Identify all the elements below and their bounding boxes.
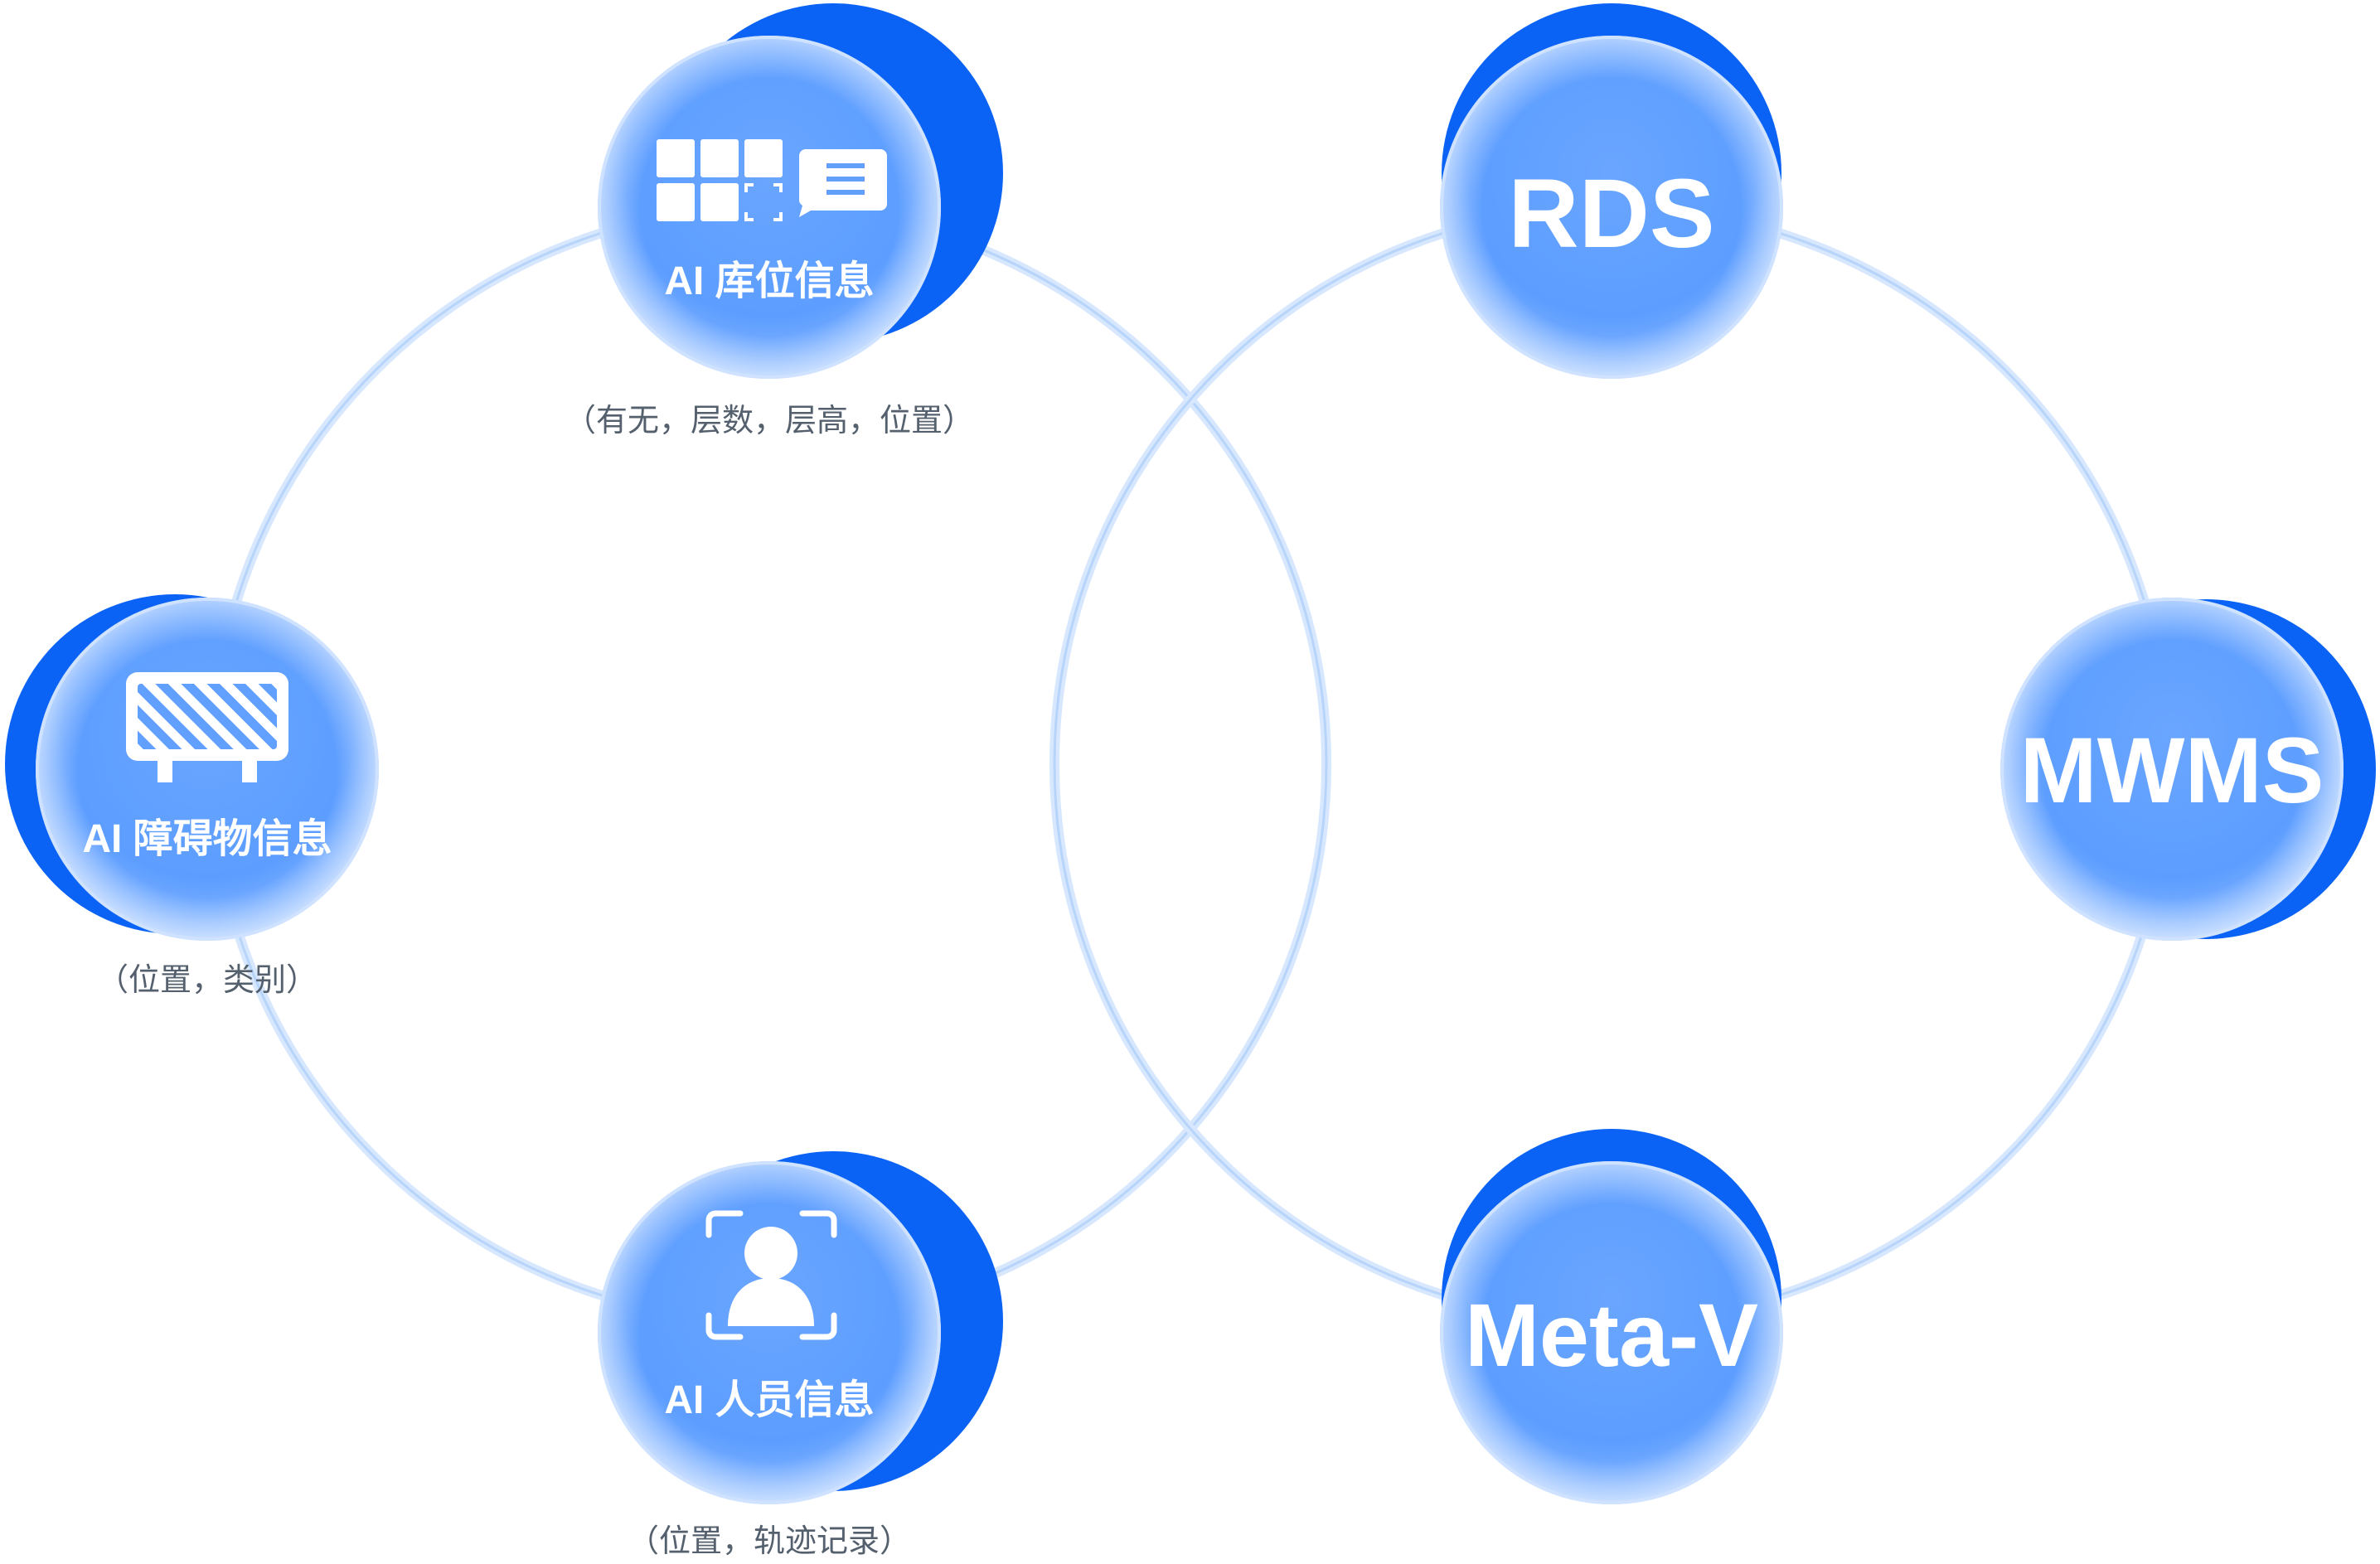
mwms-node: MWMS bbox=[2000, 598, 2376, 941]
mwms-label: MWMS bbox=[2019, 719, 2324, 822]
person-caption: （位置，轨迹记录） bbox=[628, 1524, 911, 1559]
metav-node: Meta-V bbox=[1440, 1129, 1783, 1504]
rds-node: RDS bbox=[1440, 3, 1783, 379]
person-scan-icon bbox=[705, 1210, 837, 1340]
barrier-icon bbox=[126, 672, 288, 782]
storage-label: AI 库位信息 bbox=[664, 259, 874, 303]
metav-label: Meta-V bbox=[1465, 1285, 1758, 1385]
obstacle-label: AI 障碍物信息 bbox=[82, 817, 332, 861]
person-label: AI 人员信息 bbox=[664, 1378, 874, 1422]
storage-node: AI 库位信息 bbox=[598, 3, 1003, 379]
storage-grid-icon bbox=[657, 139, 887, 221]
obstacle-caption: （位置，类别） bbox=[97, 963, 317, 998]
storage-caption: （有无，层数，层高，位置） bbox=[565, 404, 974, 438]
rds-label: RDS bbox=[1508, 159, 1714, 269]
person-node: AI 人员信息 bbox=[598, 1151, 1003, 1504]
obstacle-node: AI 障碍物信息 bbox=[5, 594, 379, 941]
